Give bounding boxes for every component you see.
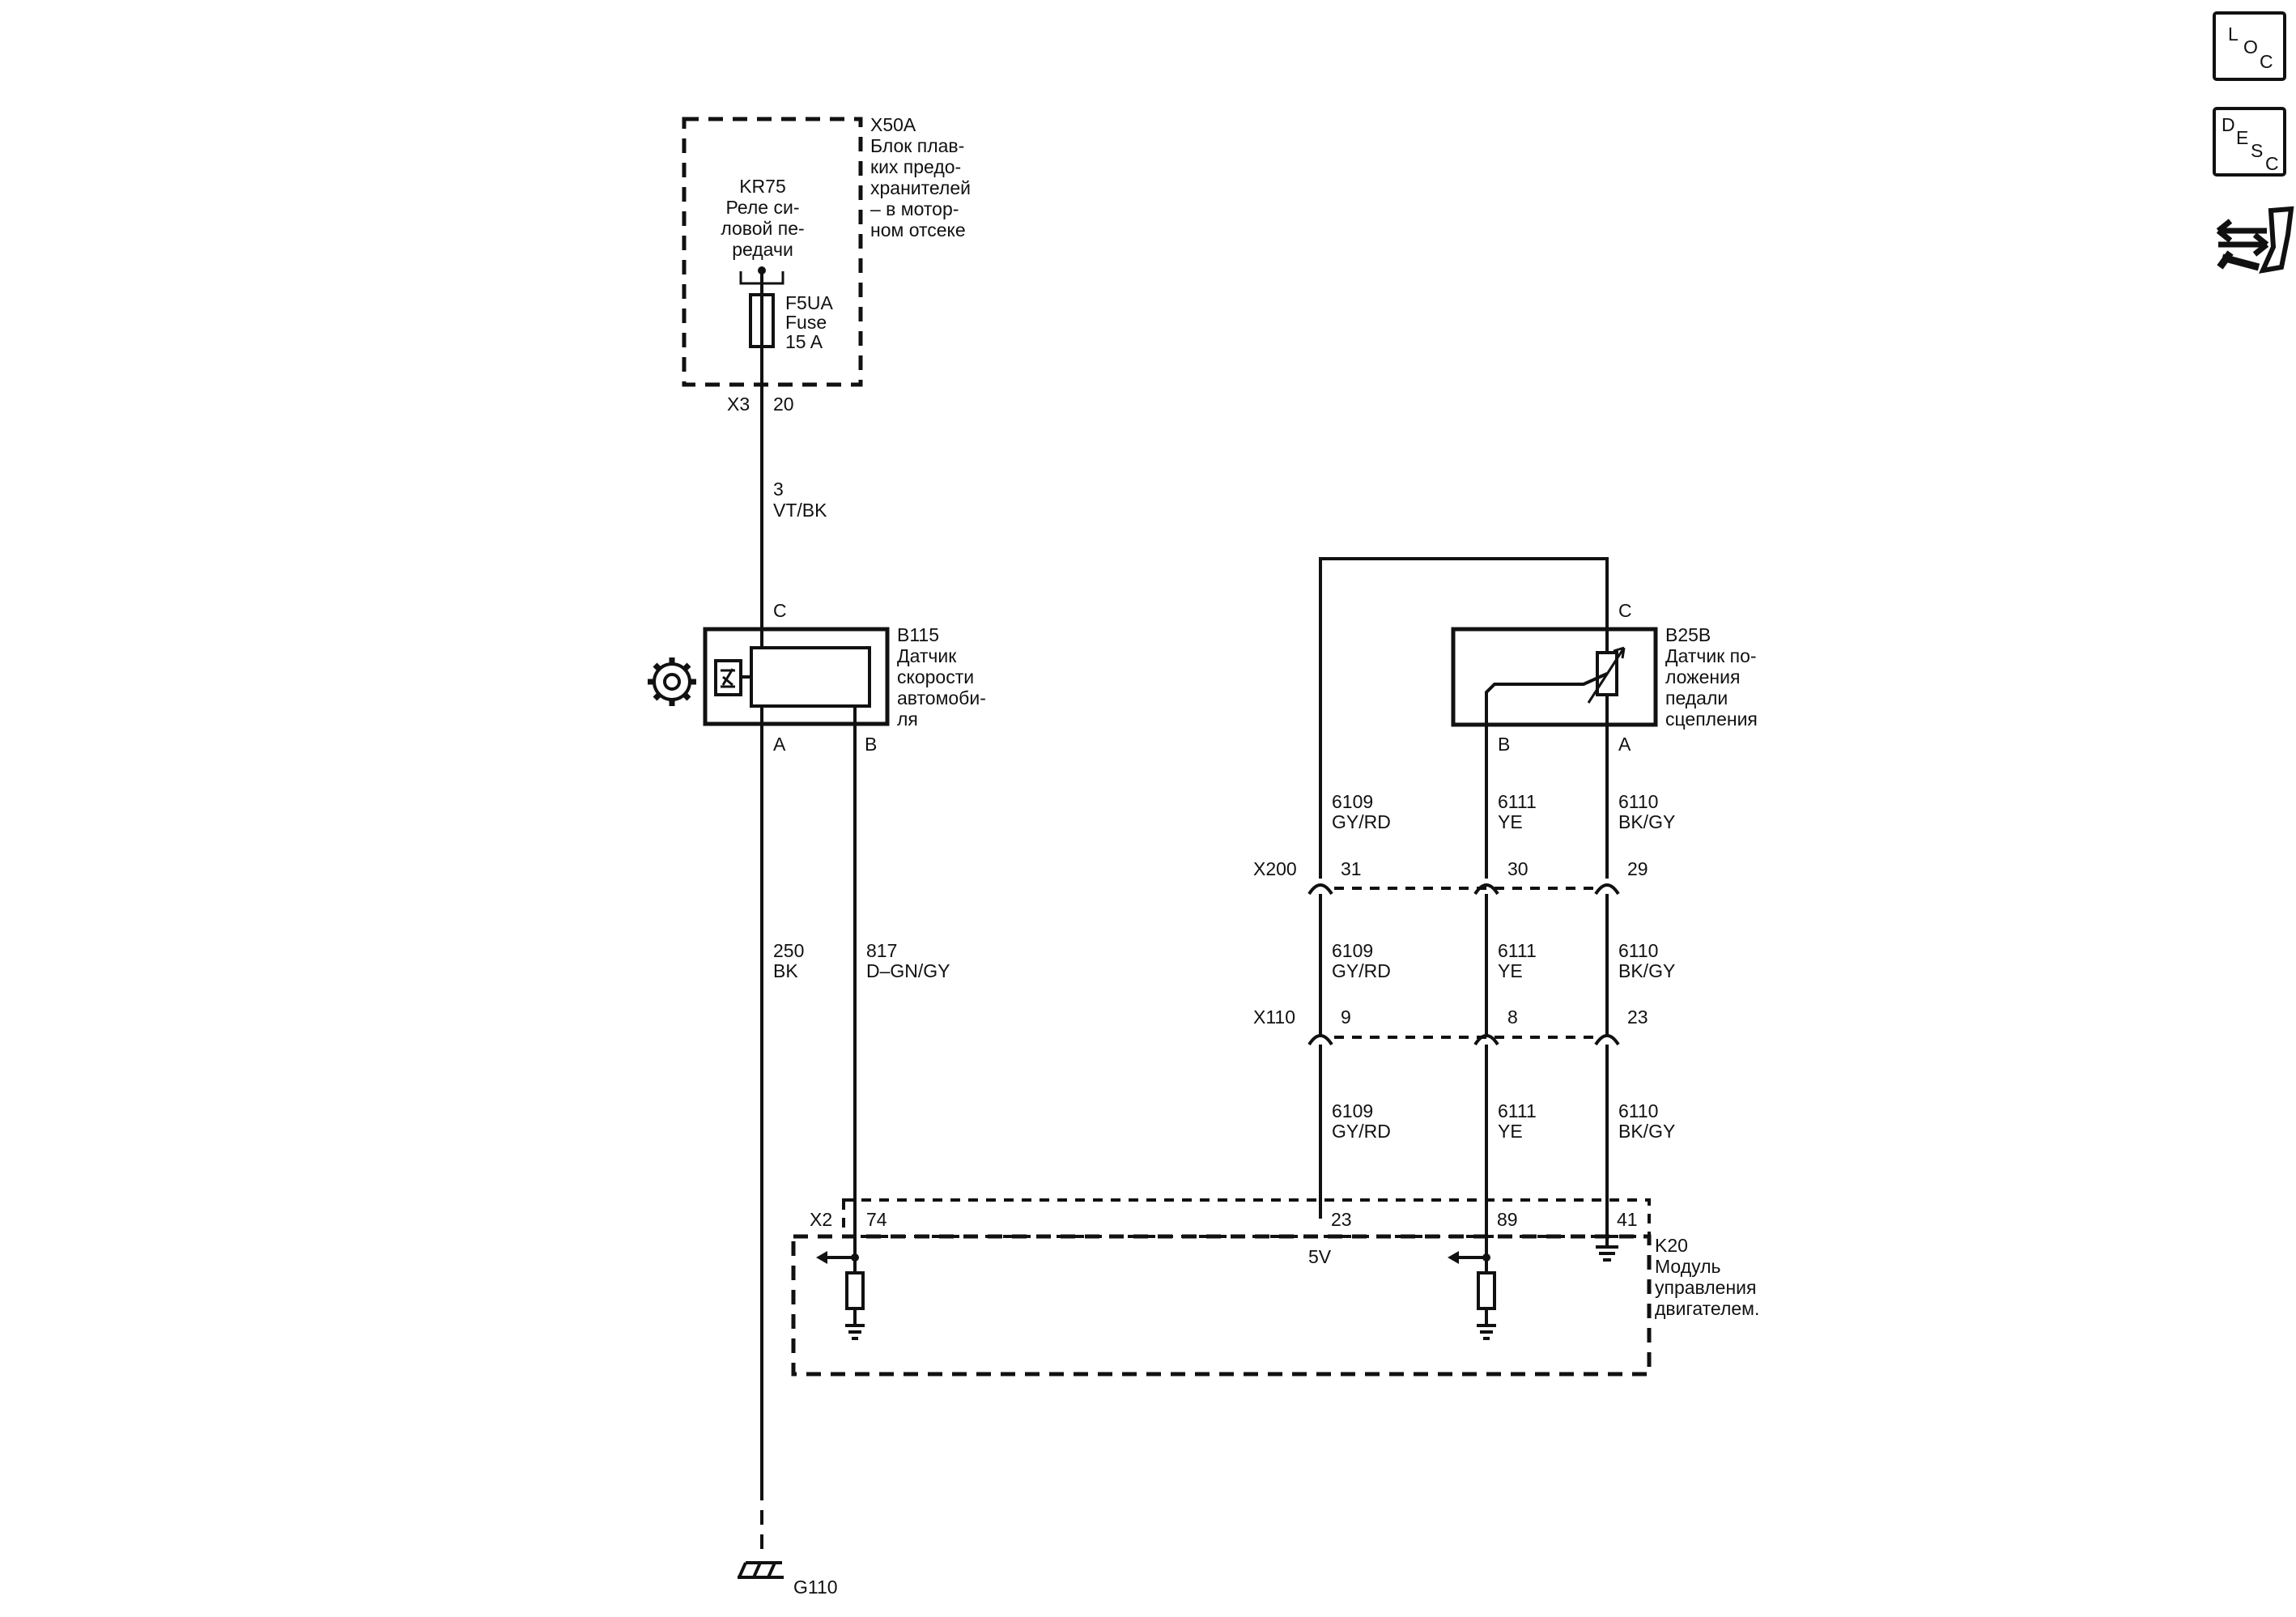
wire-6111-color-2: YE [1498,960,1523,981]
wire-6111-circuit-3: 6111 [1498,1100,1537,1121]
ecm-5v-reference: 5V [1308,1246,1332,1267]
wire-250-color: BK [773,960,798,981]
pedal-sensor-ref: B25B [1665,624,1711,645]
wire-6109-circuit-1: 6109 [1332,791,1373,812]
wire-6111-color-3: YE [1498,1121,1523,1142]
desc-icon-button[interactable]: D E S C [2213,107,2286,177]
pedal-sensor-desc-1: Датчик по- [1665,645,1757,666]
fuse-block-desc-4: – в мотор- [870,198,959,219]
wire-6109-color-3: GY/RD [1332,1121,1391,1142]
relay-ref: KR75 [739,176,786,197]
ecm-low-reference-ground [1596,1245,1618,1262]
loc-letter-c: C [2260,51,2273,72]
speed-sensor-desc-1: Датчик [897,645,957,666]
relay-desc-2: ловой пе- [721,218,804,239]
wire-250-circuit: 250 [773,940,804,961]
ecm-ref: K20 [1655,1235,1688,1256]
x110-pin-9: 9 [1341,1006,1351,1028]
gear-icon [648,657,696,706]
fuse-block-desc-5: ном отсеке [870,219,966,240]
wire-6111-color-1: YE [1498,811,1523,832]
ecm-pin-74: 74 [866,1209,887,1230]
wire-6110-color-2: BK/GY [1618,960,1675,981]
wire-6111-circuit-1: 6111 [1498,791,1537,812]
desc-letter-s: S [2251,140,2263,161]
ground-ref: G110 [793,1577,838,1598]
fuse-desc-2: 15 A [785,331,823,352]
wire-6109-circuit-3: 6109 [1332,1100,1373,1121]
wire-3-color: VT/BK [773,500,827,521]
x200-ref: X200 [1253,858,1297,879]
pedal-sensor-desc-3: педали [1665,687,1728,709]
ecm-desc-3: двигателем. [1655,1298,1759,1319]
connector-repair-icon[interactable] [2216,206,2294,274]
loc-letter-l: L [2228,23,2239,45]
speed-sensor-element [750,646,871,708]
pedal-sensor-pin-a: A [1618,734,1631,755]
wire-6110-circuit-2: 6110 [1618,940,1658,961]
loc-letter-o: O [2243,36,2258,57]
relay-desc-1: Реле си- [726,197,800,218]
speed-sensor-pin-c: C [773,600,787,621]
wire-6109-color-2: GY/RD [1332,960,1391,981]
x110-connector-symbols [1307,1034,1620,1257]
speed-sensor-ref: B115 [897,624,939,645]
fuse-block-pin: 20 [773,394,794,415]
wire-6111-circuit-2: 6111 [1498,940,1537,961]
speed-sensor-pin-a: A [773,734,786,755]
fuse-block-desc-1: Блок плав- [870,135,964,156]
fuse-block-ref: X50A [870,114,916,135]
speed-sensor-desc-4: ля [897,709,918,730]
x200-connector-symbols [1307,883,1620,1035]
wire-6110-color-3: BK/GY [1618,1121,1675,1142]
ecm-module-outline [791,1234,1652,1377]
ecm-connector-ref: X2 [810,1209,832,1230]
ecm-speed-input-circuit [816,1251,865,1340]
x110-pin-8: 8 [1507,1006,1518,1028]
ecm-pin-89: 89 [1497,1209,1518,1230]
chassis-ground-symbol [738,1561,784,1579]
fuse-ref: F5UA [785,292,833,313]
wire-817-circuit: 817 [866,940,897,961]
pedal-sensor-desc-2: ложения [1665,666,1740,687]
x200-pin-30: 30 [1507,858,1529,879]
wire-6110-circuit-3: 6110 [1618,1100,1658,1121]
x200-pin-31: 31 [1341,858,1362,879]
relay-desc-3: редачи [732,239,793,260]
desc-letter-e: E [2236,127,2248,148]
x110-pin-23: 23 [1627,1006,1648,1028]
wire-6110-circuit-1: 6110 [1618,791,1658,812]
pedal-sensor-desc-4: сцепления [1665,709,1758,730]
fuse-block-desc-3: хранителей [870,177,971,198]
fuse-block-desc-2: ких предо- [870,156,961,177]
loc-icon-button[interactable]: L O C [2213,11,2286,81]
speed-sensor-pin-b: B [865,734,877,755]
ecm-pedal-signal-circuit [1448,1251,1496,1340]
ecm-pin-23: 23 [1331,1209,1352,1230]
ecm-desc-1: Модуль [1655,1256,1721,1277]
pedal-sensor-body [1451,627,1658,727]
x200-pin-29: 29 [1627,858,1648,879]
speed-sensor-desc-2: скорости [897,666,974,687]
x110-ref: X110 [1253,1006,1295,1028]
wire-6109-circuit-2: 6109 [1332,940,1373,961]
wire-3-circuit: 3 [773,479,784,500]
speed-sensor-body [703,627,890,726]
ecm-pin-41: 41 [1617,1209,1638,1230]
pedal-sensor-pin-b: B [1498,734,1510,755]
wire-6110-color-1: BK/GY [1618,811,1675,832]
pedal-sensor-pin-c: C [1618,600,1632,621]
speed-sensor-desc-3: автомоби- [897,687,986,709]
fuse-desc-1: Fuse [785,312,827,333]
fuse-block-connector: X3 [727,394,750,415]
desc-letter-d: D [2222,114,2235,135]
wire-817-color: D–GN/GY [866,960,950,981]
wire-6109-color-1: GY/RD [1332,811,1391,832]
ecm-desc-2: управления [1655,1277,1756,1298]
ecm-connector-x2-outline [842,1198,1651,1238]
desc-letter-c: C [2265,153,2279,174]
